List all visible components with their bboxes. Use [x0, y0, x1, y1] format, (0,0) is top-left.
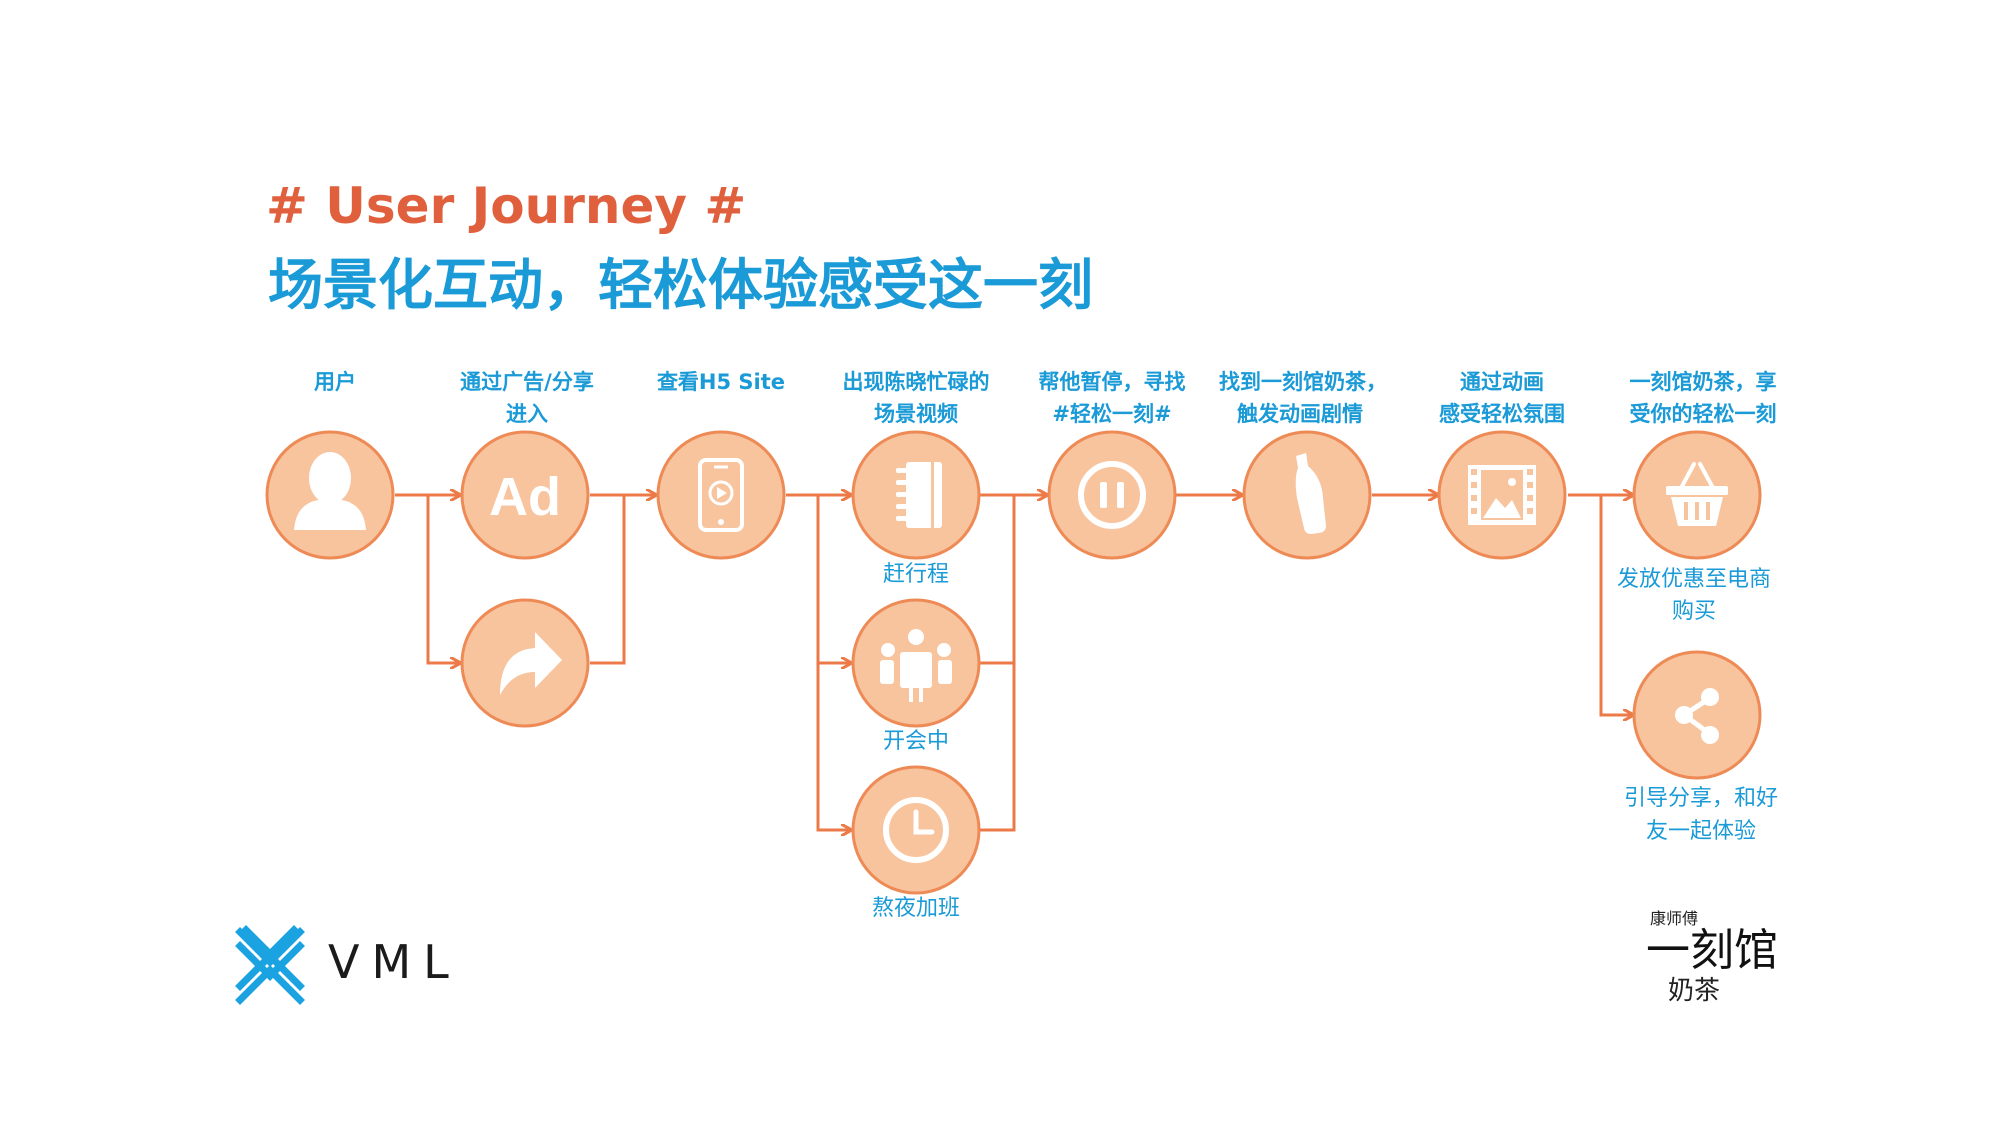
step-label-enjoy-line1: 一刻馆奶茶，享	[1630, 370, 1777, 394]
meeting-icon	[880, 629, 952, 702]
connectors	[395, 495, 1633, 830]
basket-icon	[1666, 462, 1728, 526]
connector-user-to-share	[426, 495, 460, 663]
caption-clock: 熬夜加班	[872, 896, 960, 921]
clock-icon	[883, 797, 949, 863]
step-label-user: 用户	[314, 370, 356, 394]
share-arrow-icon	[500, 632, 562, 695]
node-basket	[1632, 430, 1762, 560]
ad-icon: Ad	[489, 467, 561, 527]
step-label-ad-line2: 进入	[506, 402, 548, 426]
node-notebook	[851, 430, 981, 560]
caption-share-line2: 友一起体验	[1646, 819, 1756, 844]
node-user	[265, 430, 395, 560]
title-english: # User Journey #	[266, 177, 747, 235]
step-label-pause-line1: 帮他暂停，寻找	[1039, 370, 1186, 394]
step-label-pause-line2: #轻松一刻#	[1052, 402, 1171, 426]
title-chinese: 场景化互动，轻松体验感受这一刻	[268, 253, 1094, 317]
step-labels: 用户 通过广告/分享 进入 查看H5 Site 出现陈晓忙碌的 场景视频 帮他暂…	[314, 370, 1777, 426]
step-label-animation-line1: 通过动画	[1460, 370, 1544, 394]
caption-share-line1: 引导分享，和好	[1624, 786, 1778, 811]
connector-meeting-merge	[980, 495, 1016, 665]
node-captions: 赶行程 开会中 熬夜加班 发放优惠至电商 购买 引导分享，和好 友一起体验	[872, 562, 1778, 921]
film-image-icon	[1468, 465, 1536, 525]
step-label-animation-line2: 感受轻松氛围	[1439, 402, 1565, 426]
node-meeting	[851, 598, 981, 728]
step-label-video-line2: 场景视频	[874, 402, 958, 426]
caption-basket-line2: 购买	[1672, 599, 1716, 624]
step-label-enjoy-line2: 受你的轻松一刻	[1630, 402, 1777, 426]
node-mobile	[656, 430, 786, 560]
step-label-video-line1: 出现陈晓忙碌的	[843, 370, 990, 394]
node-ad: Ad	[460, 430, 590, 560]
node-share	[1632, 650, 1762, 780]
connector-clock-merge	[980, 663, 1016, 832]
brand-small-text: 康师傅	[1650, 909, 1699, 928]
caption-meeting: 开会中	[883, 729, 949, 754]
connector-h5-to-clock	[816, 663, 851, 830]
node-clock	[851, 765, 981, 895]
node-pause	[1047, 430, 1177, 560]
connector-h5-to-meeting	[816, 495, 851, 663]
node-share-arrow	[460, 598, 590, 728]
step-label-tea-line1: 找到一刻馆奶茶，	[1219, 370, 1387, 394]
connector-film-to-share	[1599, 495, 1633, 715]
step-label-h5: 查看H5 Site	[657, 370, 785, 394]
brand-logo: 康师傅 一刻馆 奶茶	[1640, 905, 1780, 1015]
step-label-tea-line2: 触发动画剧情	[1237, 402, 1363, 426]
vml-x-mark-icon	[235, 925, 305, 1005]
vml-logo-text: VML	[328, 935, 461, 989]
brand-sub-text: 奶茶	[1668, 976, 1721, 1006]
caption-basket-line1: 发放优惠至电商	[1617, 567, 1771, 592]
user-icon	[294, 452, 366, 530]
node-film	[1437, 430, 1567, 560]
step-label-ad-line1: 通过广告/分享	[460, 370, 594, 394]
bottle-icon	[1295, 453, 1326, 534]
mobile-video-icon	[698, 458, 744, 532]
share-icon	[1675, 688, 1719, 744]
notebook-icon	[896, 462, 942, 528]
connector-share-to-h5	[590, 495, 626, 665]
caption-notebook: 赶行程	[883, 562, 949, 587]
brand-big-text: 一刻馆	[1646, 925, 1778, 976]
pause-icon	[1078, 461, 1146, 529]
node-bottle	[1242, 430, 1372, 560]
